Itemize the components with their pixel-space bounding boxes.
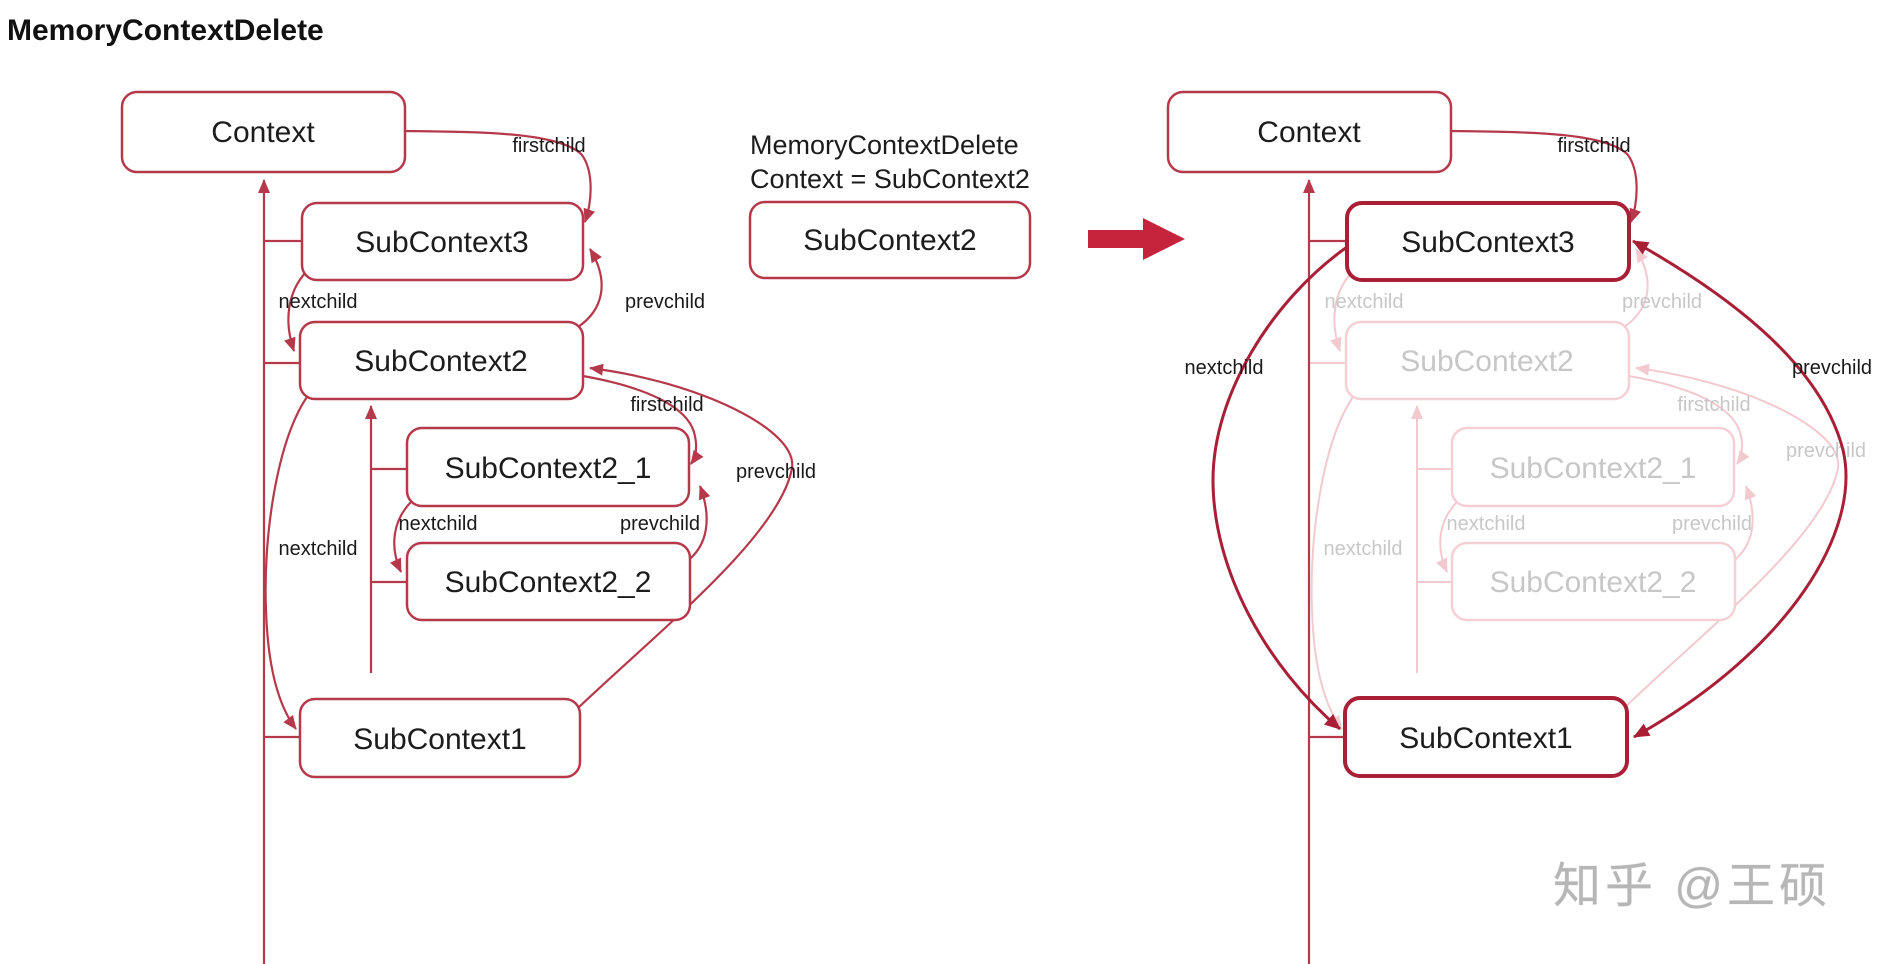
right-label-nextchild-inner-faded: nextchild <box>1447 513 1526 535</box>
right-node-context: Context <box>1166 90 1453 174</box>
left-label-prevchild-inner: prevchild <box>620 513 700 535</box>
right-label-firstchild-inner-faded: firstchild <box>1677 394 1750 416</box>
left-node-sub2-1-label: SubContext2_1 <box>445 452 652 485</box>
right-node-sub1-label: SubContext1 <box>1399 722 1572 755</box>
right-node-context-box <box>1166 90 1453 174</box>
left-label-prevchild-outer: prevchild <box>736 461 816 483</box>
left-label-nextchild-32: nextchild <box>279 291 358 313</box>
right-node-sub2-1-deleted: SubContext2_1 <box>1450 426 1736 508</box>
left-edge-prevchild-sub1-sub2 <box>577 363 794 709</box>
operation-caption-line2: Context = SubContext2 <box>750 164 1030 194</box>
right-edge-nextchild-sub2-1-sub2-2-faded <box>1436 499 1460 573</box>
left-node-sub2-1: SubContext2_1 <box>405 426 691 508</box>
right-node-sub1: SubContext1 <box>1343 696 1629 778</box>
operation-block: MemoryContextDelete Context = SubContext… <box>748 130 1185 280</box>
right-node-sub3-label: SubContext3 <box>1401 226 1574 259</box>
right-edge-prevchild-sub2-2-sub2-1-faded <box>1731 485 1757 563</box>
right-label-prevchild-outer-faded: prevchild <box>1786 440 1866 462</box>
right-label-nextchild-new: nextchild <box>1185 357 1264 379</box>
left-label-prevchild-23: prevchild <box>625 291 705 313</box>
right-label-prevchild-23-faded: prevchild <box>1622 291 1702 313</box>
right-label-nextchild-32-faded: nextchild <box>1325 291 1404 313</box>
right-label-nextchild-outer-faded: nextchild <box>1324 538 1403 560</box>
left-node-sub3: SubContext3 <box>300 201 585 282</box>
left-node-sub2-2: SubContext2_2 <box>405 541 692 622</box>
transition-arrow-icon <box>1088 218 1185 260</box>
left-node-sub2-box <box>298 320 585 401</box>
left-edge-firstchild-context-sub3 <box>404 129 595 223</box>
left-edge-firstchild-sub2-sub2-1 <box>582 374 704 465</box>
left-edge-nextchild-sub2-1-sub2-2 <box>390 499 414 573</box>
right-edge-firstchild-sub2-sub2-1-faded <box>1628 375 1750 465</box>
right-node-sub2-label: SubContext2 <box>1400 345 1573 378</box>
page-title: MemoryContextDelete <box>7 14 324 47</box>
right-node-sub2-1-box <box>1450 426 1736 508</box>
right-node-sub2-2-label: SubContext2_2 <box>1490 566 1697 599</box>
right-edge-nextchild-sub2-sub1-faded <box>1310 393 1356 730</box>
operation-target-box <box>748 200 1032 280</box>
left-node-sub1: SubContext1 <box>298 697 582 779</box>
left-label-firstchild-top: firstchild <box>512 135 585 157</box>
left-edge-nextchild-sub3-sub2 <box>284 271 307 352</box>
right-label-firstchild-top: firstchild <box>1557 135 1630 157</box>
right-label-prevchild-new: prevchild <box>1792 357 1872 379</box>
right-edge-firstchild-context-sub3 <box>1450 129 1641 223</box>
right-node-sub2-box <box>1344 320 1631 401</box>
left-node-sub3-box <box>300 201 585 282</box>
left-label-nextchild-outer: nextchild <box>279 538 358 560</box>
left-node-sub2-1-box <box>405 426 691 508</box>
right-label-prevchild-inner-faded: prevchild <box>1672 513 1752 535</box>
left-edge-prevchild-sub2-sub3 <box>577 248 603 328</box>
right-edge-prevchild-sub1-sub3-new <box>1632 239 1848 739</box>
left-diagram-before: firstchild nextchild prevchild firstchil… <box>120 90 816 964</box>
left-node-context-box <box>120 90 407 174</box>
right-diagram-after: nextchild prevchild firstchild nextchild… <box>1166 90 1872 964</box>
operation-caption-line1: MemoryContextDelete <box>750 130 1019 160</box>
right-node-sub2-2-box <box>1450 541 1737 622</box>
right-node-context-label: Context <box>1257 116 1361 149</box>
left-label-firstchild-inner: firstchild <box>630 394 703 416</box>
left-node-sub3-label: SubContext3 <box>355 226 528 259</box>
right-edge-nextchild-sub3-sub2-faded <box>1330 271 1353 352</box>
left-edge-nextchild-sub2-sub1 <box>264 393 310 730</box>
left-edge-prevchild-sub2-2-sub2-1 <box>685 485 711 563</box>
left-node-sub2-2-box <box>405 541 692 622</box>
left-node-sub1-box <box>298 697 582 779</box>
left-node-sub2-label: SubContext2 <box>354 345 527 378</box>
left-node-context-label: Context <box>211 116 315 149</box>
right-node-sub2-1-label: SubContext2_1 <box>1490 452 1697 485</box>
right-node-sub2-2-deleted: SubContext2_2 <box>1450 541 1737 622</box>
watermark: 知乎 @王硕 <box>1553 860 1831 913</box>
right-node-sub2-deleted: SubContext2 <box>1344 320 1631 401</box>
left-node-sub1-label: SubContext1 <box>353 723 526 756</box>
left-node-context: Context <box>120 90 407 174</box>
right-node-sub1-box <box>1343 696 1629 778</box>
left-label-nextchild-inner: nextchild <box>399 513 478 535</box>
right-node-sub3: SubContext3 <box>1345 201 1631 282</box>
left-node-sub2-2-label: SubContext2_2 <box>445 566 652 599</box>
operation-target-label: SubContext2 <box>803 224 976 257</box>
right-edge-prevchild-sub1-sub2-faded <box>1623 363 1840 709</box>
left-node-sub2: SubContext2 <box>298 320 585 401</box>
right-node-sub3-box <box>1345 201 1631 282</box>
right-edge-nextchild-sub3-sub1-new <box>1211 245 1348 731</box>
